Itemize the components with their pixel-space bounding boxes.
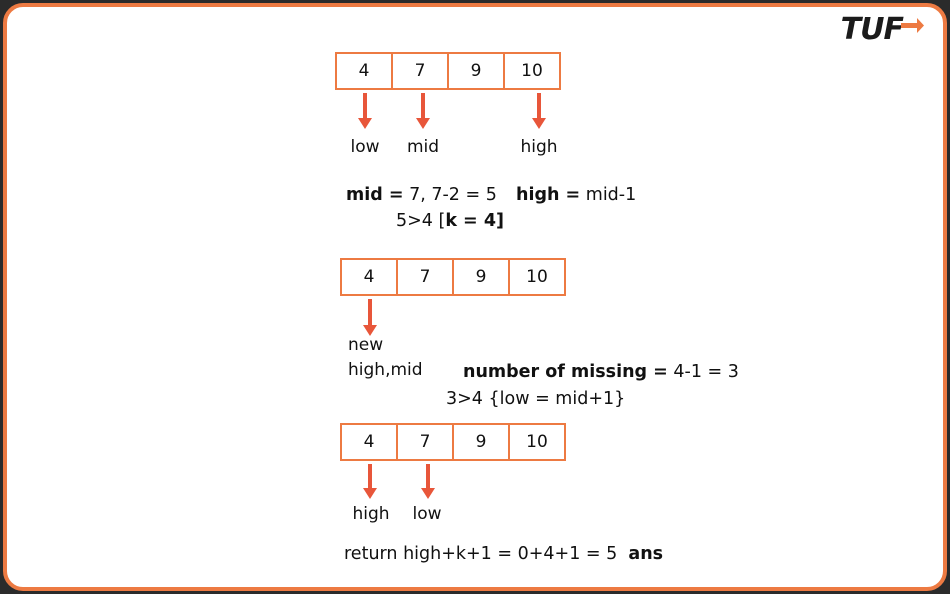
pointer-label-new-2: new	[348, 335, 384, 355]
pointer-arrow-low-1	[358, 93, 372, 129]
array-row-2: 4 7 9 10	[340, 258, 566, 296]
equation-high-key: high =	[516, 185, 581, 205]
content-frame: TUF 4 7 9 10 low mid high mid = 7,	[3, 3, 947, 591]
conclusion-text: return high+k+1 = 0+4+1 = 5	[344, 544, 618, 564]
equation-high-value: mid-1	[580, 185, 637, 205]
equation-compare-1: 5>4 [k = 4]	[396, 209, 504, 233]
array-row-3: 4 7 9 10	[340, 423, 566, 461]
array-cell: 4	[335, 52, 393, 90]
logo-wordmark: TUF	[840, 12, 904, 47]
pointer-arrow-mid-1	[416, 93, 430, 129]
array-cell: 4	[340, 258, 398, 296]
equation-mid-value: 7, 7-2 = 5	[403, 185, 497, 205]
array-row-1: 4 7 9 10	[335, 52, 561, 90]
array-cell: 7	[396, 258, 454, 296]
pointer-label-highmid-2: high,mid	[348, 360, 423, 380]
tuf-logo: TUF	[805, 13, 925, 47]
array-cell: 4	[340, 423, 398, 461]
array-cell: 9	[452, 423, 510, 461]
pointer-label-low-3: low	[412, 504, 442, 524]
pointer-arrow-high-3	[363, 464, 377, 500]
equation-compare-1-key: k = 4	[445, 211, 496, 231]
array-cell: 9	[447, 52, 505, 90]
equation-missing-key: number of missing =	[463, 362, 668, 382]
conclusion-line: return high+k+1 = 0+4+1 = 5 ans	[344, 542, 663, 566]
equation-mid: mid = 7, 7-2 = 5	[346, 183, 497, 207]
equation-mid-key: mid =	[346, 185, 404, 205]
array-cell: 7	[391, 52, 449, 90]
array-cell: 9	[452, 258, 510, 296]
pointer-arrow-low-3	[421, 464, 435, 500]
arrow-right-icon	[901, 18, 924, 33]
array-cell: 10	[508, 423, 566, 461]
array-cell: 10	[503, 52, 561, 90]
equation-missing-value: 4-1 = 3	[667, 362, 739, 382]
pointer-label-low-1: low	[350, 137, 380, 157]
array-cell: 7	[396, 423, 454, 461]
pointer-arrow-high-1	[532, 93, 546, 129]
pointer-label-high-1: high	[520, 137, 558, 157]
conclusion-ans: ans	[628, 544, 664, 564]
pointer-arrow-newhighmid-2	[363, 299, 377, 337]
equation-compare-1-prefix: 5>4 [	[396, 211, 446, 231]
equation-compare-1-suffix: ]	[496, 211, 504, 231]
equation-high: high = mid-1	[516, 183, 636, 207]
equation-compare-2: 3>4 {low = mid+1}	[446, 389, 626, 409]
equation-missing: number of missing = 4-1 = 3	[463, 360, 739, 384]
pointer-label-high-3: high	[352, 504, 390, 524]
array-cell: 10	[508, 258, 566, 296]
pointer-label-mid-1: mid	[406, 137, 440, 157]
